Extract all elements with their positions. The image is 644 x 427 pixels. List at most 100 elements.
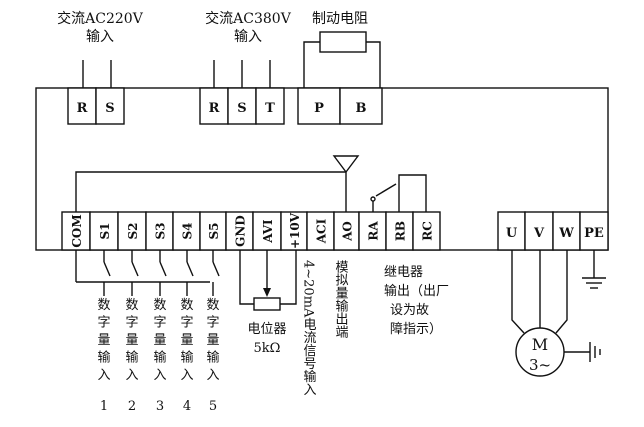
ac220-label-line1: 交流AC220V [57, 10, 144, 27]
digital-input-char: 数 [97, 298, 110, 313]
digital-input-char: 量 [97, 333, 110, 348]
terminal-brake-p-label: P [314, 101, 324, 116]
terminal-brake-b-label: B [356, 101, 367, 116]
terminal-ac380-t-label: T [265, 101, 275, 116]
ao-label: 模拟量输出端 [333, 260, 349, 338]
digital-input-char: 数 [206, 298, 219, 313]
digital-input-number: 4 [183, 399, 191, 414]
potentiometer-symbol [253, 297, 281, 311]
terminal-ac220-s [95, 87, 125, 125]
ac220-label-line2: 输入 [86, 29, 114, 45]
terminal-ac220-r-label: R [77, 101, 88, 116]
terminal-label: V [533, 226, 545, 241]
terminal-ac380-r-label: R [209, 101, 220, 116]
ao-antenna-symbol [332, 155, 360, 174]
terminal-brake-b [339, 87, 383, 125]
relay-label-line3: 设为故 [390, 303, 429, 318]
switch-blade [103, 261, 111, 277]
digital-input-char: 入 [97, 368, 110, 383]
switch-blade [131, 261, 139, 277]
terminal-label: S2 [126, 222, 140, 239]
terminal-label: RB [394, 221, 408, 241]
terminal-label: S4 [181, 222, 195, 239]
digital-input-char: 数 [153, 298, 166, 313]
relay-rb-rc-wire [398, 174, 427, 212]
relay-label-line4: 障指示） [390, 322, 442, 337]
relay-blade [375, 183, 397, 197]
brake-wire-b [366, 41, 381, 88]
digital-input-char: 量 [153, 333, 166, 348]
digital-input-switches [75, 250, 220, 296]
digital-input-number: 1 [100, 399, 108, 414]
motor-wire-w [555, 250, 568, 334]
digital-input-char: 输 [180, 350, 193, 366]
digital-input-char: 量 [180, 333, 193, 348]
relay-label-line2: 输出（出厂 [384, 283, 449, 299]
terminal-label: ACI [315, 218, 329, 244]
terminal-label: RA [367, 221, 381, 241]
terminal-pe [579, 211, 609, 251]
motor-label: M [532, 335, 548, 354]
ac380-label-line2: 输入 [234, 29, 262, 45]
digital-input-char: 输 [153, 350, 166, 366]
terminal-label: W [558, 226, 574, 241]
terminal-ac380-s-label: S [237, 101, 246, 116]
terminal-s1 [89, 211, 119, 251]
terminal-label: AVI [261, 219, 275, 244]
terminal-label: RC [421, 221, 435, 241]
pot-wire-gnd [239, 250, 254, 305]
terminal-ra [358, 211, 387, 251]
terminal-ac380-s [227, 87, 257, 125]
terminal-label: U [506, 226, 518, 241]
digital-input-char: 字 [153, 316, 166, 331]
terminal-com [61, 211, 91, 251]
digital-input-char: 入 [206, 368, 219, 383]
digital-input-char: 入 [125, 368, 138, 383]
terminal-label: PE [584, 226, 604, 241]
digital-input-number: 2 [128, 399, 136, 414]
brake-wire-p [303, 41, 320, 88]
com-bus-wire [75, 171, 346, 212]
digital-input-char: 量 [206, 333, 219, 348]
terminal-v [524, 211, 554, 251]
pot-wire-10v [280, 250, 297, 305]
terminal-aci [306, 211, 335, 251]
digital-input-char: 数 [180, 298, 193, 313]
potentiometer-value: 5kΩ [254, 341, 281, 356]
brake-resistor-symbol [319, 31, 367, 53]
digital-input-char: 入 [180, 368, 193, 383]
switch-blade [159, 261, 167, 277]
digital-input-number: 3 [156, 399, 164, 414]
digital-input-char: 输 [206, 350, 219, 366]
motor-phase-label: 3~ [529, 356, 551, 374]
terminal-label: S1 [98, 222, 112, 239]
digital-input-char: 字 [180, 316, 193, 331]
terminal-label: S3 [154, 222, 168, 239]
digital-input-char: 字 [97, 316, 110, 331]
digital-input-char: 字 [125, 316, 138, 331]
terminal-label: COM [70, 214, 84, 247]
aci-label: 4~20mA电流信号输入 [301, 260, 317, 396]
terminal-label: +10V [288, 212, 302, 249]
digital-input-char: 量 [125, 333, 138, 348]
brake-label: 制动电阻 [312, 11, 368, 27]
relay-contact-ra-dot [370, 196, 376, 202]
digital-input-char: 入 [153, 368, 166, 383]
digital-input-number: 5 [209, 399, 217, 414]
terminal-avi [252, 211, 282, 251]
digital-input-char: 输 [97, 350, 110, 366]
terminal-ac220-s-label: S [105, 101, 114, 116]
digital-input-char: 数 [125, 298, 138, 313]
switch-blade [212, 261, 220, 277]
pot-wiper-arrow [263, 288, 271, 297]
terminal-ac380-t [255, 87, 285, 125]
digital-input-char: 输 [125, 350, 138, 366]
terminal-label: AO [341, 221, 355, 242]
ac380-label-line1: 交流AC380V [205, 10, 292, 27]
terminal-label: GND [234, 215, 248, 247]
